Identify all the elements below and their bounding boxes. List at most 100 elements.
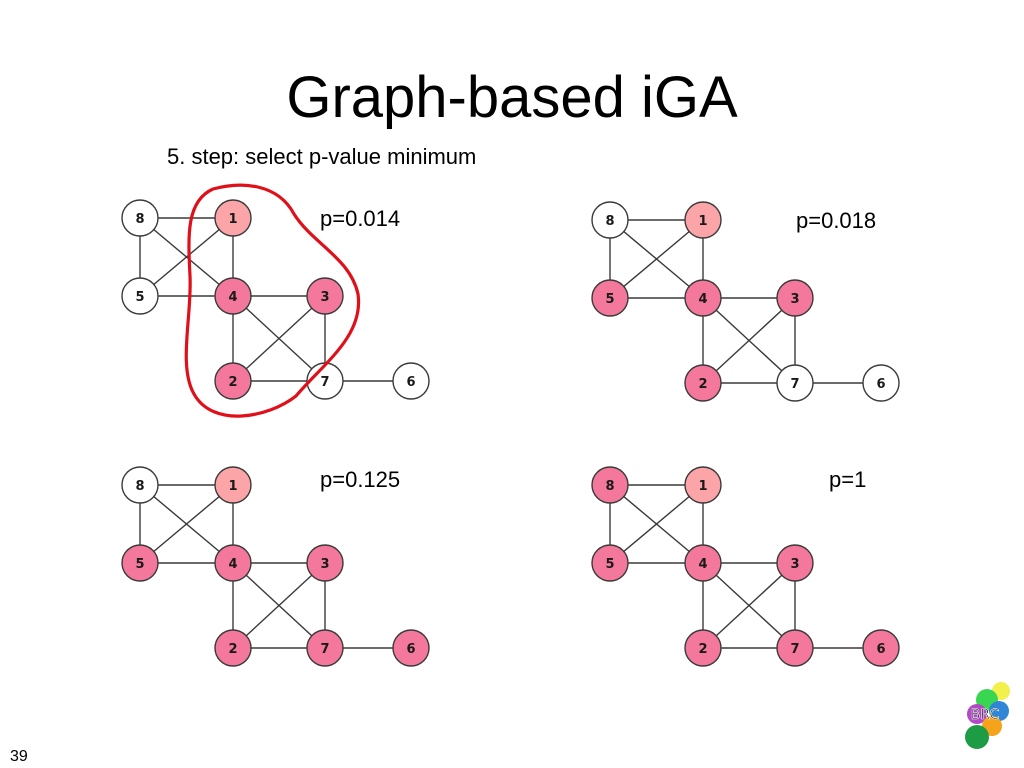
node-circle	[306, 277, 344, 315]
node-circle	[214, 277, 252, 315]
graph-panel-c: 1 2 3 4 5 6 7 8	[118, 463, 438, 673]
slide-title: Graph-based iGA	[286, 65, 738, 130]
node-7: 7	[306, 362, 344, 400]
edge-3-2	[232, 295, 326, 382]
node-label: 6	[406, 375, 415, 390]
edge-1-5	[139, 217, 234, 297]
node-label: 2	[228, 375, 237, 390]
edge-1-5	[139, 484, 234, 564]
node-circle	[862, 364, 900, 402]
node-4: 4	[214, 277, 252, 315]
node-circle	[776, 279, 814, 317]
node-circle	[121, 277, 159, 315]
step-subtitle: 5. step: select p-value minimum	[167, 144, 477, 169]
node-7: 7	[776, 364, 814, 402]
node-circle	[591, 279, 629, 317]
node-circle	[776, 629, 814, 667]
node-label: 3	[320, 557, 329, 572]
node-4: 4	[684, 544, 722, 582]
node-circle	[591, 466, 629, 504]
node-6: 6	[862, 629, 900, 667]
brc-logo: BRC	[958, 680, 1014, 752]
node-5: 5	[121, 277, 159, 315]
node-label: 8	[135, 212, 144, 227]
node-3: 3	[306, 544, 344, 582]
node-circle	[392, 362, 430, 400]
node-8: 8	[121, 466, 159, 504]
node-8: 8	[591, 201, 629, 239]
pvalue-label-b: p=0.018	[796, 208, 877, 233]
node-circle	[121, 544, 159, 582]
node-label: 2	[228, 642, 237, 657]
node-label: 2	[698, 642, 707, 657]
node-5: 5	[121, 544, 159, 582]
node-circle	[684, 364, 722, 402]
graph-svg: 1 2 3 4 5 6 7 8	[591, 466, 900, 667]
node-8: 8	[121, 199, 159, 237]
node-circle	[684, 466, 722, 504]
node-circle	[684, 629, 722, 667]
node-circle	[306, 629, 344, 667]
node-circle	[121, 466, 159, 504]
edge-1-5	[609, 484, 704, 564]
node-circle	[121, 199, 159, 237]
node-label: 3	[790, 557, 799, 572]
node-label: 1	[698, 214, 707, 229]
node-label: 1	[228, 212, 237, 227]
node-label: 7	[320, 375, 329, 390]
page-number: 39	[10, 748, 28, 765]
pvalue-label-c: p=0.125	[320, 467, 401, 492]
node-label: 6	[876, 642, 885, 657]
node-circle	[214, 199, 252, 237]
node-4: 4	[684, 279, 722, 317]
node-label: 5	[135, 290, 144, 305]
node-label: 5	[135, 557, 144, 572]
node-circle	[591, 544, 629, 582]
node-circle	[684, 279, 722, 317]
node-6: 6	[392, 362, 430, 400]
node-label: 4	[228, 557, 237, 572]
node-circle	[862, 629, 900, 667]
node-label: 4	[228, 290, 237, 305]
node-2: 2	[684, 629, 722, 667]
node-label: 8	[135, 479, 144, 494]
graph-svg: 1 2 3 4 5 6 7 8	[121, 466, 430, 667]
node-label: 7	[790, 642, 799, 657]
node-label: 4	[698, 292, 707, 307]
node-label: 3	[790, 292, 799, 307]
node-circle	[591, 201, 629, 239]
node-2: 2	[214, 629, 252, 667]
node-circle	[214, 362, 252, 400]
node-label: 1	[228, 479, 237, 494]
node-1: 1	[684, 466, 722, 504]
node-label: 7	[790, 377, 799, 392]
node-label: 6	[876, 377, 885, 392]
node-7: 7	[776, 629, 814, 667]
node-1: 1	[684, 201, 722, 239]
node-label: 5	[605, 292, 614, 307]
node-6: 6	[392, 629, 430, 667]
node-6: 6	[862, 364, 900, 402]
edge-3-2	[232, 562, 326, 649]
node-3: 3	[306, 277, 344, 315]
node-5: 5	[591, 544, 629, 582]
graph-panel-d: 1 2 3 4 5 6 7 8	[588, 463, 908, 673]
node-label: 8	[605, 214, 614, 229]
highlight-outline	[184, 183, 361, 418]
node-label: 7	[320, 642, 329, 657]
node-circle	[392, 629, 430, 667]
pvalue-label-a: p=0.014	[320, 206, 401, 231]
node-label: 5	[605, 557, 614, 572]
node-1: 1	[214, 466, 252, 504]
node-circle	[214, 629, 252, 667]
node-2: 2	[214, 362, 252, 400]
node-1: 1	[214, 199, 252, 237]
node-circle	[684, 201, 722, 239]
node-circle	[776, 544, 814, 582]
node-circle	[214, 466, 252, 504]
node-label: 1	[698, 479, 707, 494]
node-label: 8	[605, 479, 614, 494]
node-circle	[214, 544, 252, 582]
node-8: 8	[591, 466, 629, 504]
